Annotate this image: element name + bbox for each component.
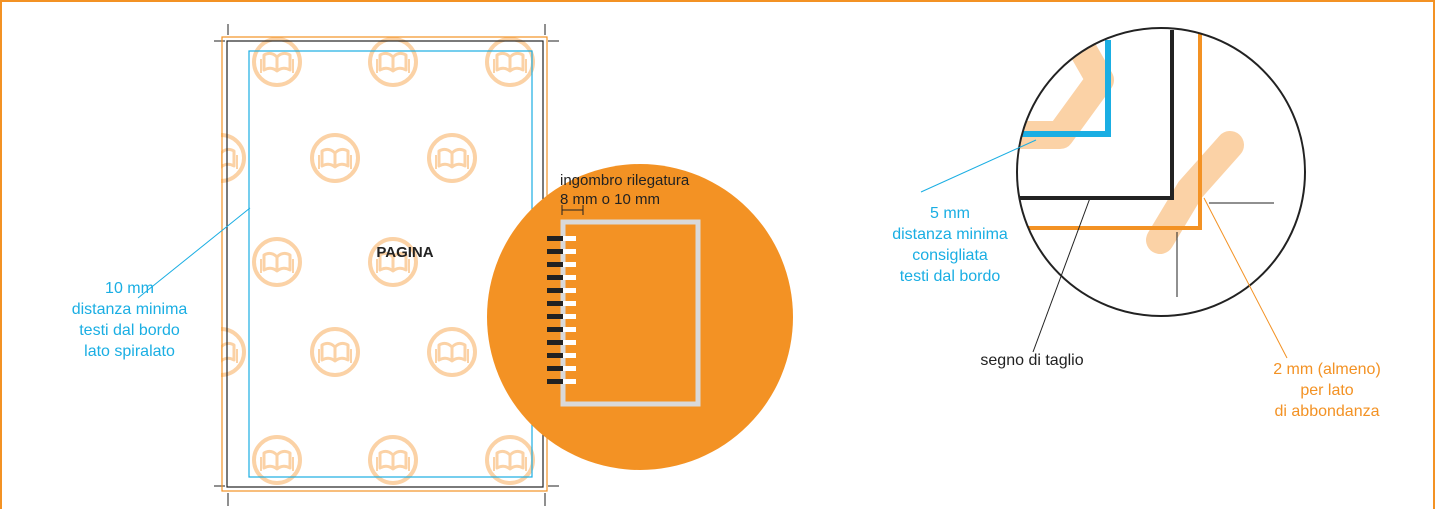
trim-border bbox=[226, 40, 544, 488]
left-margin-line3: testi dal bordo bbox=[79, 322, 180, 339]
safe-margin-line1: 5 mm bbox=[930, 205, 970, 222]
binding-label: ingombro rilegatura 8 mm o 10 mm bbox=[560, 171, 740, 209]
cut-mark-leader bbox=[1032, 197, 1091, 353]
safe-margin-line4: testi dal bordo bbox=[899, 268, 1001, 285]
bleed-label: 2 mm (almeno) per lato di abbondanza bbox=[1237, 359, 1417, 422]
spiral-binding bbox=[547, 236, 576, 384]
page-title: PAGINA bbox=[376, 244, 434, 261]
binding-zoom bbox=[487, 164, 793, 470]
binding-dimension bbox=[561, 205, 584, 215]
safe-margin-leader bbox=[920, 139, 1037, 193]
bleed-line3: di abbondanza bbox=[1274, 403, 1380, 420]
left-margin-line2: distanza minima bbox=[71, 301, 188, 318]
safe-margin-line3: consigliata bbox=[912, 247, 988, 264]
bleed-line1: 2 mm (almeno) bbox=[1273, 361, 1381, 378]
safe-margin-label: 5 mm distanza minima consigliata testi d… bbox=[855, 203, 1045, 287]
binding-line1: ingombro rilegatura bbox=[560, 172, 690, 189]
corner-zoom bbox=[1016, 27, 1306, 317]
crop-marks bbox=[214, 24, 559, 506]
safe-margin-line2: distanza minima bbox=[892, 226, 1008, 243]
left-margin-label: 10 mm distanza minima testi dal bordo la… bbox=[42, 278, 217, 362]
left-margin-line4: lato spiralato bbox=[84, 343, 175, 360]
bleed-leader bbox=[1203, 197, 1288, 359]
left-margin-line1: 10 mm bbox=[105, 280, 154, 297]
bleed-line2: per lato bbox=[1300, 382, 1354, 399]
binding-line2: 8 mm o 10 mm bbox=[560, 191, 661, 208]
cut-mark-label: segno di taglio bbox=[980, 352, 1084, 369]
left-margin-leader bbox=[137, 207, 251, 299]
